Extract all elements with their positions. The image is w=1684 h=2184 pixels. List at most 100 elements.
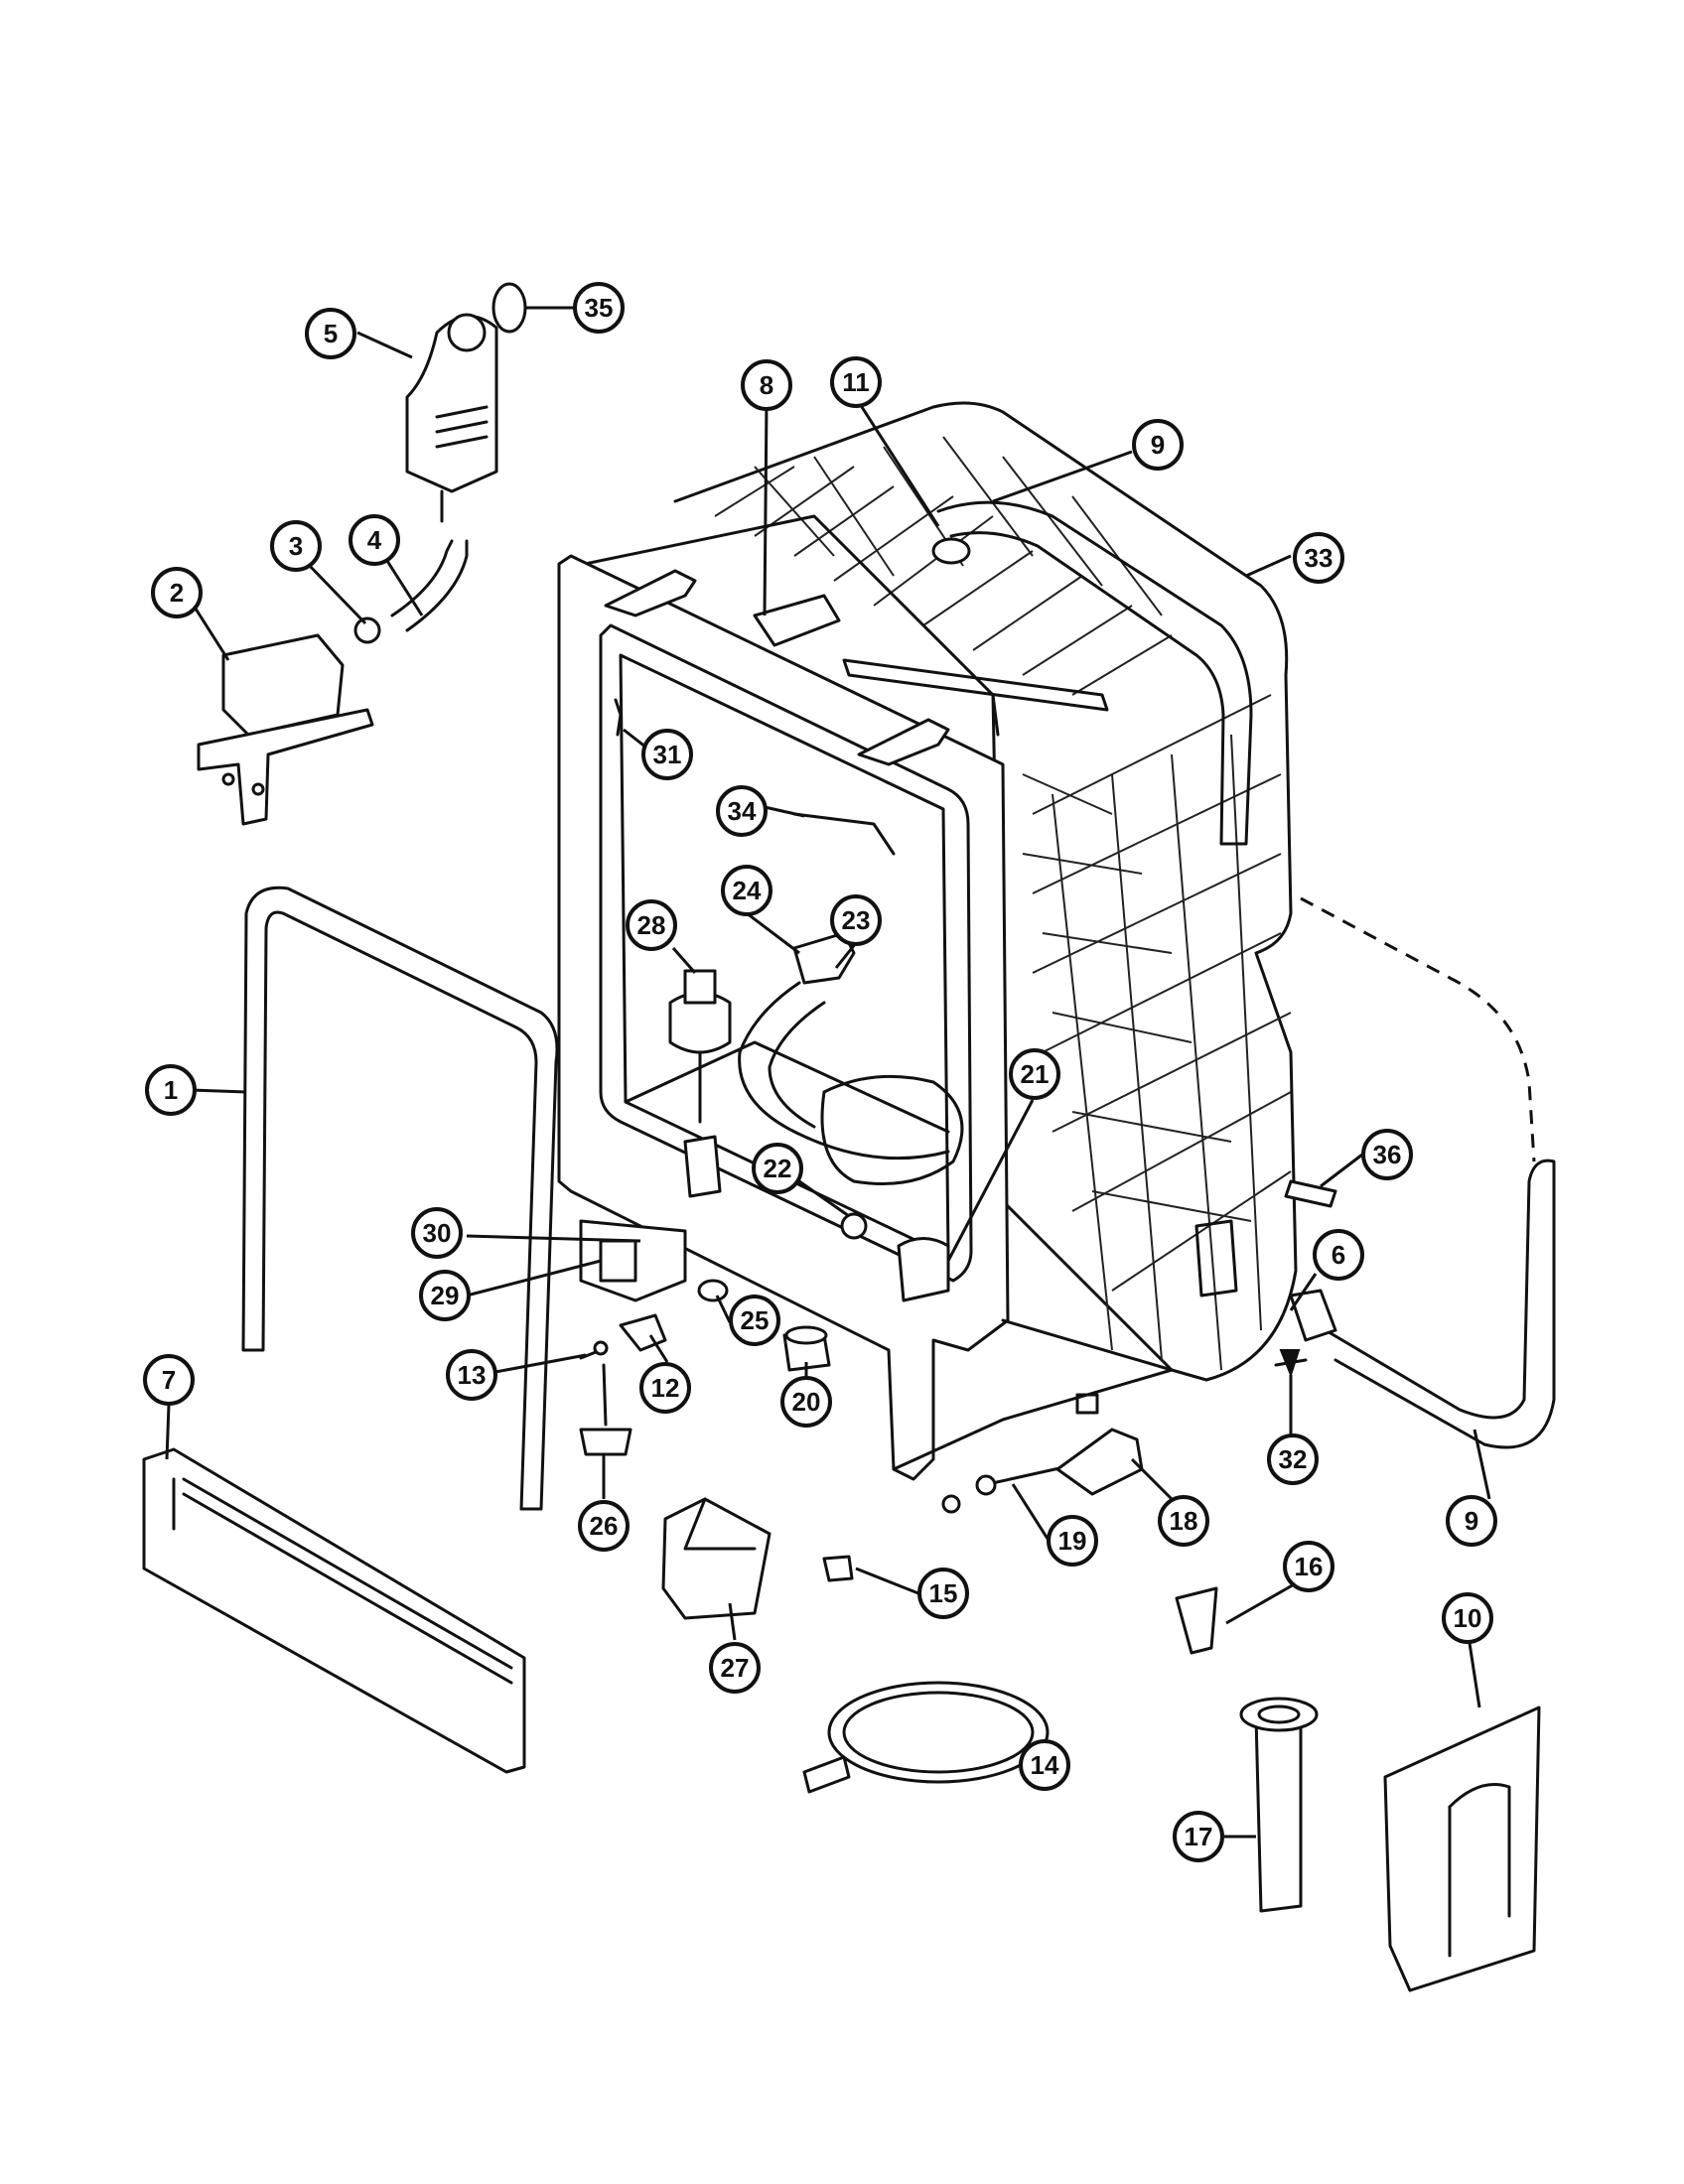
svg-text:13: 13	[458, 1360, 487, 1390]
svg-text:19: 19	[1058, 1526, 1087, 1556]
svg-text:1: 1	[164, 1075, 178, 1105]
callout-9-bottom: 9	[1446, 1495, 1497, 1547]
callout-28: 28	[626, 899, 677, 951]
callout-16: 16	[1283, 1541, 1334, 1592]
svg-text:15: 15	[929, 1578, 958, 1608]
callout-32: 32	[1267, 1433, 1319, 1485]
leveling-leg-26	[602, 1363, 608, 1427]
callout-27: 27	[709, 1642, 761, 1694]
insulation-blanket	[673, 401, 1298, 1382]
box-27-edge	[683, 1497, 757, 1551]
o-ring-35	[491, 282, 527, 334]
door-switch	[599, 1239, 637, 1283]
callout-8: 8	[741, 359, 792, 411]
svg-text:31: 31	[653, 740, 682, 769]
callout-9-top: 9	[1132, 419, 1184, 471]
deflector	[792, 812, 896, 856]
svg-text:24: 24	[733, 876, 762, 905]
callout-30: 30	[411, 1207, 463, 1259]
fastener-15	[822, 1555, 854, 1582]
svg-text:12: 12	[651, 1373, 680, 1403]
callout-6: 6	[1313, 1229, 1364, 1281]
svg-text:30: 30	[423, 1218, 452, 1248]
leveling-leg-foot	[579, 1428, 632, 1456]
callout-3: 3	[270, 520, 322, 572]
callout-10: 10	[1442, 1592, 1493, 1644]
svg-text:35: 35	[585, 293, 614, 323]
tub-top-vent	[842, 658, 1109, 712]
box-27	[661, 1497, 772, 1620]
heating-element-inner	[768, 1001, 826, 1129]
callout-11: 11	[830, 356, 882, 408]
heating-element	[738, 981, 950, 1160]
clip-12	[619, 1313, 667, 1352]
ring-14-tab	[802, 1755, 851, 1794]
filter-tube-17	[1254, 1710, 1303, 1913]
top-hinge-left	[604, 569, 697, 617]
tub-top-edge	[564, 514, 1000, 737]
callout-24: 24	[721, 865, 772, 916]
svg-text:4: 4	[367, 525, 382, 555]
svg-text:18: 18	[1170, 1506, 1198, 1536]
callout-21: 21	[1009, 1048, 1060, 1100]
grommet	[697, 1279, 729, 1302]
callout-2: 2	[151, 567, 203, 618]
callout-15: 15	[917, 1568, 969, 1619]
fill-inlet-grill	[435, 405, 489, 449]
svg-text:23: 23	[842, 905, 871, 935]
cover-10-inner	[1448, 1783, 1511, 1958]
svg-text:9: 9	[1151, 430, 1165, 460]
callout-34: 34	[716, 785, 768, 837]
svg-text:16: 16	[1295, 1552, 1324, 1581]
svg-text:36: 36	[1373, 1140, 1402, 1169]
hoses	[936, 500, 1556, 1449]
tub-assembly	[557, 401, 1298, 1514]
svg-text:28: 28	[637, 910, 666, 940]
svg-text:14: 14	[1031, 1750, 1059, 1780]
door-gasket-1	[241, 886, 559, 1511]
svg-text:8: 8	[760, 370, 773, 400]
svg-text:26: 26	[590, 1511, 619, 1541]
nut-20-top	[784, 1325, 828, 1345]
screw-13-head	[593, 1340, 609, 1356]
screw-31	[614, 698, 623, 737]
callout-14: 14	[1019, 1739, 1070, 1791]
callout-33: 33	[1293, 532, 1344, 584]
bracket-hole	[221, 772, 235, 786]
cover-10	[1383, 1706, 1541, 1992]
callout-20: 20	[780, 1376, 832, 1428]
tie-32-head	[1279, 1349, 1301, 1378]
svg-text:9: 9	[1465, 1506, 1478, 1536]
tub-base-front	[892, 1368, 1174, 1471]
ring-14	[827, 1681, 1050, 1784]
heater-nut	[840, 1212, 868, 1240]
float-tube	[683, 1135, 722, 1198]
filter-tube-17-opening	[1257, 1705, 1301, 1724]
svg-text:29: 29	[431, 1281, 460, 1310]
valve-clamp-3	[353, 616, 381, 644]
vent-hose-9	[936, 500, 1253, 846]
callout-7: 7	[143, 1354, 195, 1406]
svg-text:20: 20	[792, 1387, 821, 1417]
callout-17: 17	[1173, 1811, 1224, 1862]
svg-text:2: 2	[170, 578, 184, 608]
hose-clamp-6	[1289, 1289, 1337, 1342]
callouts: 1 2 3 4 5 6 7 8 9 9 10 11 12 13 14 15 16…	[143, 282, 1497, 1862]
callout-26: 26	[578, 1500, 630, 1552]
drain-hose-dashed-route	[1300, 896, 1536, 1162]
svg-text:17: 17	[1185, 1822, 1213, 1851]
fill-funnel	[897, 1237, 950, 1302]
tub-door-opening	[599, 623, 973, 1283]
callout-12: 12	[639, 1362, 691, 1414]
cap-16	[1175, 1586, 1218, 1655]
callout-13: 13	[446, 1349, 497, 1401]
hardware	[579, 1313, 1541, 1992]
callout-25: 25	[729, 1295, 780, 1346]
callout-22: 22	[752, 1143, 803, 1194]
callout-1: 1	[145, 1064, 197, 1116]
callout-35: 35	[573, 282, 625, 334]
callout-5: 5	[305, 308, 356, 359]
tub-side-vent	[1194, 1219, 1238, 1297]
sump-ring	[820, 1074, 964, 1185]
insulation-hatching	[714, 436, 1292, 1371]
